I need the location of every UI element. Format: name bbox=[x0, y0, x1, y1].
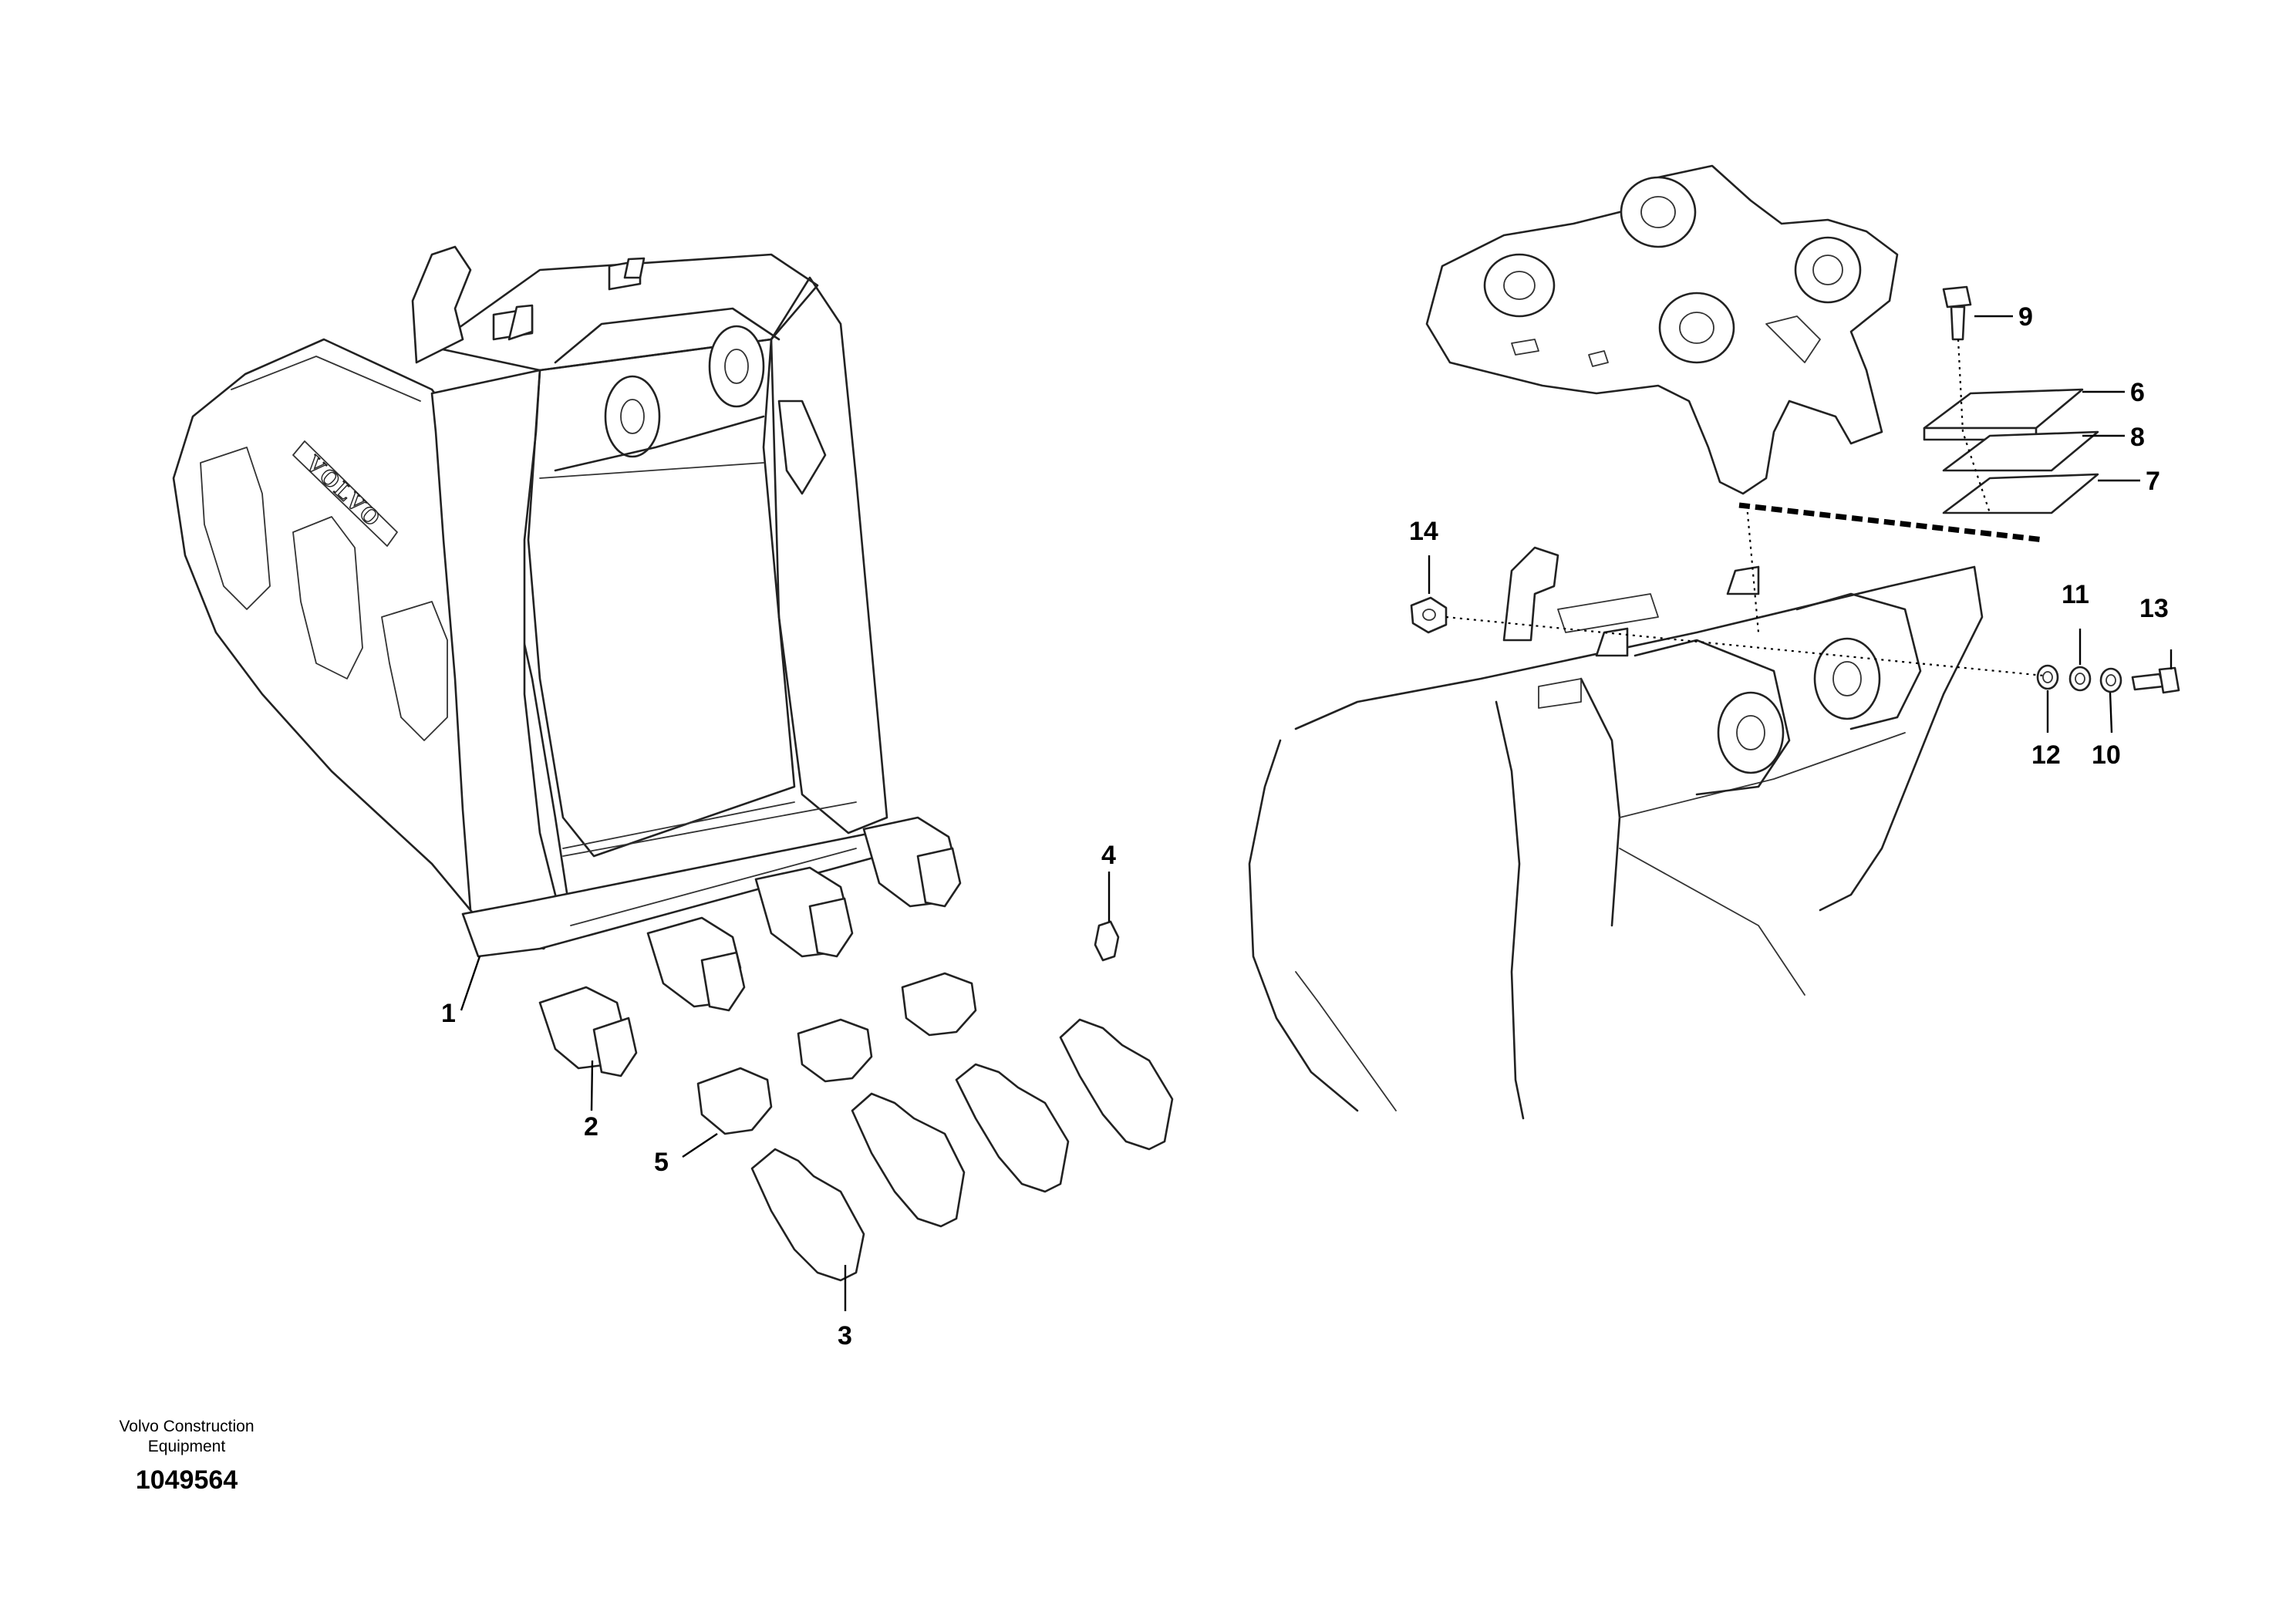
callout-6: 6 bbox=[2130, 378, 2145, 407]
bucket-left: VOLVO bbox=[172, 245, 962, 1077]
washer-10 bbox=[2099, 667, 2122, 693]
shim-plates bbox=[1923, 388, 2099, 514]
callout-5: 5 bbox=[654, 1148, 669, 1177]
volvo-logo-text: VOLVO bbox=[301, 450, 386, 533]
nut-14 bbox=[1410, 596, 1448, 634]
callout-12: 12 bbox=[2031, 740, 2061, 770]
drawing-number: 1049564 bbox=[136, 1465, 238, 1495]
footer-company-line2: Equipment bbox=[148, 1438, 226, 1455]
callout-1: 1 bbox=[441, 999, 456, 1028]
washer-11 bbox=[2068, 666, 2092, 692]
shim-7 bbox=[1942, 473, 2099, 514]
bucket-teeth-installed bbox=[538, 816, 962, 1077]
bucket-right bbox=[1248, 546, 1984, 1120]
callout-2: 2 bbox=[584, 1112, 598, 1141]
bolt-9 bbox=[1942, 285, 1972, 341]
callout-4: 4 bbox=[1101, 841, 1116, 870]
footer-company-line1: Volvo Construction bbox=[119, 1418, 254, 1435]
plate-6 bbox=[1923, 388, 2084, 430]
callout-9: 9 bbox=[2018, 302, 2033, 332]
bolt-13 bbox=[2131, 673, 2165, 691]
shim-8 bbox=[1942, 430, 2099, 472]
washers-and-bolt bbox=[2036, 664, 2180, 694]
tooth-4 bbox=[1059, 1018, 1174, 1151]
pin-part-4 bbox=[1094, 920, 1120, 962]
callout-10: 10 bbox=[2092, 740, 2121, 770]
coupler-bracket bbox=[1425, 164, 1899, 495]
loose-teeth-row bbox=[750, 1018, 1174, 1282]
volvo-logo: VOLVO bbox=[292, 440, 398, 547]
callout-8: 8 bbox=[2130, 423, 2145, 452]
tooth-locks-row bbox=[696, 972, 977, 1135]
footer: Volvo Construction Equipment 1049564 bbox=[119, 1418, 254, 1495]
callout-14: 14 bbox=[1409, 517, 1438, 546]
callout-11: 11 bbox=[2062, 580, 2089, 609]
washer-12 bbox=[2036, 664, 2059, 690]
tooth-2 bbox=[851, 1092, 966, 1228]
callout-3: 3 bbox=[838, 1321, 852, 1351]
callout-13: 13 bbox=[2139, 594, 2169, 623]
tooth-1 bbox=[750, 1148, 865, 1282]
tooth-3 bbox=[955, 1063, 1070, 1193]
callout-7: 7 bbox=[2146, 467, 2160, 496]
